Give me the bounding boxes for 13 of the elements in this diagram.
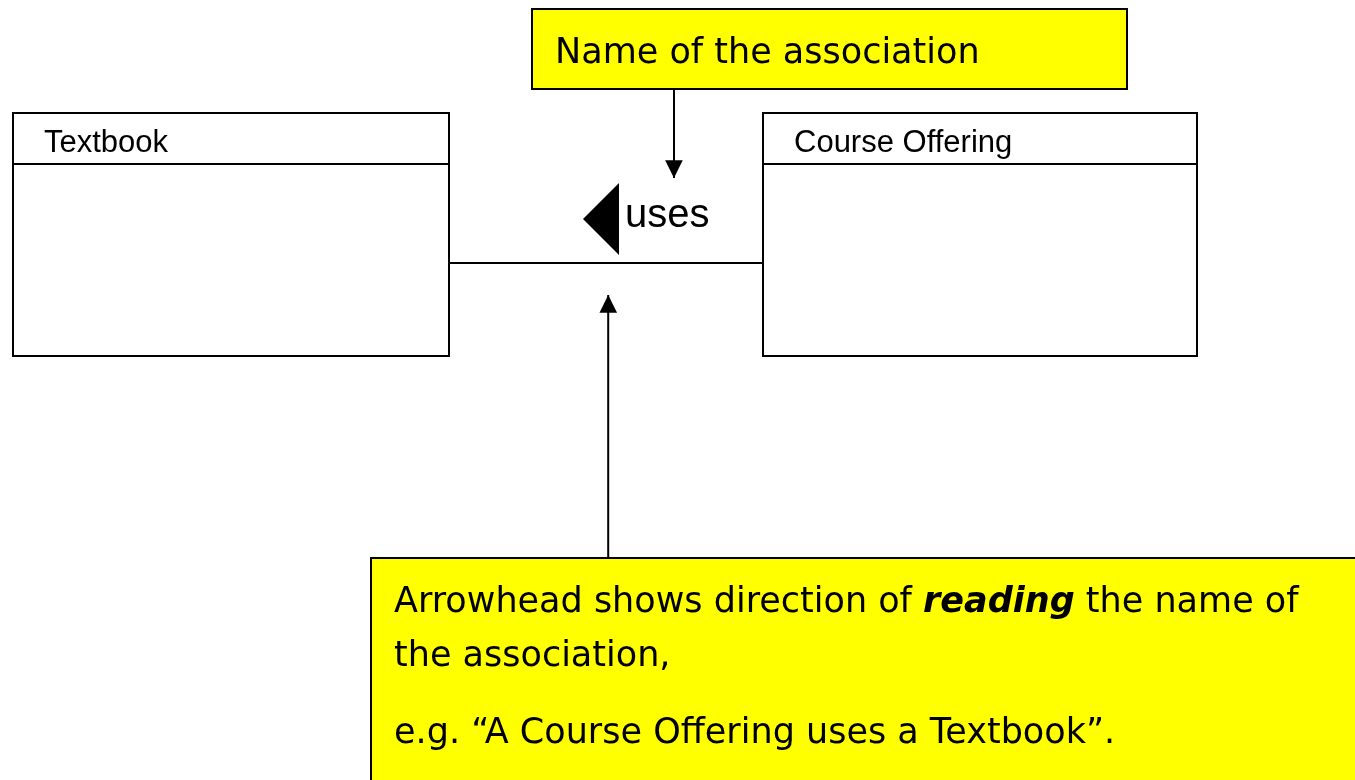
class-box — [762, 112, 1198, 357]
reading-direction-arrowhead — [583, 183, 619, 255]
callout-box — [370, 557, 1355, 780]
class-box — [12, 112, 450, 357]
class-name: Course Offering — [794, 124, 1013, 160]
association-line — [449, 262, 763, 264]
arrow — [665, 89, 683, 179]
class-name: Textbook — [44, 124, 169, 160]
callout-text: Name of the association — [555, 30, 981, 73]
callout-box — [531, 8, 1128, 90]
callout-text: e.g. “A Course Offering uses a Textbook”. — [394, 709, 1117, 753]
arrow — [599, 294, 618, 558]
callout-text: Arrowhead shows direction of reading the name of the association, — [394, 579, 1301, 677]
